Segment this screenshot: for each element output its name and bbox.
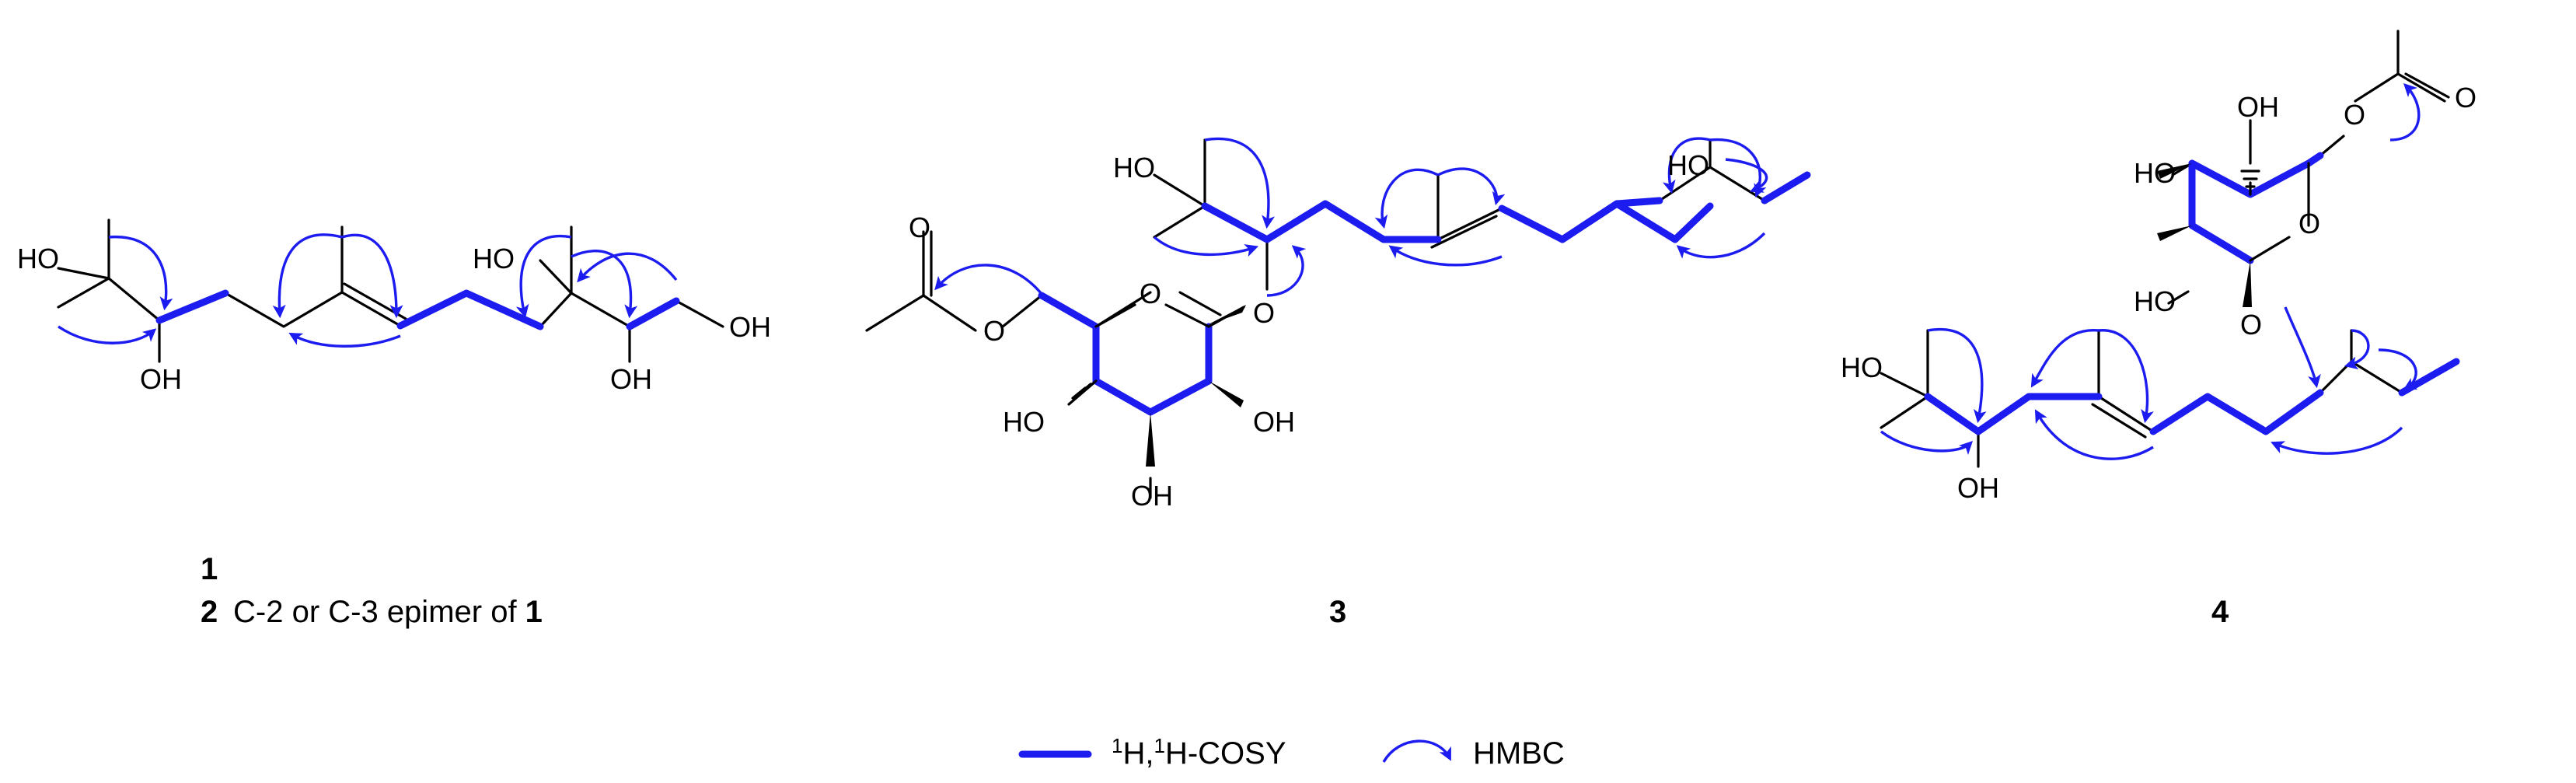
compound-4-ring-bonds [2249, 162, 2310, 262]
compound-3-wedge-c2 [1209, 381, 1244, 407]
compound-1-cosy [155, 289, 680, 330]
compound-3-o-carbonyl: O [909, 211, 930, 243]
compound-3-o-glycosidic: O [1253, 297, 1275, 329]
compound-4-hmbc [1880, 82, 2421, 460]
compound-4-structure: HO OH OH HO HO O O O O [1841, 30, 2477, 504]
compound-4-ho-left: HO [1841, 351, 1883, 383]
compound-3-ring-bonds [1094, 303, 1245, 328]
compound-4-hash-c3 [2240, 170, 2260, 196]
compound-1-id: 1 [201, 552, 218, 586]
compound-4-oh-top: OH [2237, 91, 2279, 123]
legend-cosy-sup1: 1 [1112, 734, 1122, 757]
compound-4-ho-c4: HO [2134, 157, 2176, 189]
compound-4-wedge-c2 [2157, 225, 2192, 241]
compound-3-structure: HO O O O O HO HO OH OH [865, 137, 1811, 512]
legend-cosy-label: 1H,1H-COSY [1112, 734, 1286, 771]
compound-1-oh-bottom-right: OH [610, 363, 652, 395]
compound-4-id: 4 [2211, 595, 2229, 629]
compound-3-id: 3 [1329, 595, 1346, 629]
compound-4-bonds [1880, 30, 2450, 468]
compound-4-o-ester: O [2344, 99, 2365, 131]
compound-3-oh-c3: OH [1131, 480, 1173, 512]
compound-3-oh-c2: OH [1253, 406, 1295, 438]
compound-4-wedge-anomeric [2243, 260, 2252, 307]
legend: 1H,1H-COSY HMBC [1018, 734, 1565, 771]
legend-cosy-h1: H, [1122, 736, 1154, 771]
compound-1-structure: HO OH HO OH OH [17, 218, 771, 395]
compound-4-o-glycosidic: O [2240, 309, 2262, 341]
compound-3-wedge-c3 [1146, 412, 1155, 467]
compound-1-oh-bottom-left: OH [140, 363, 182, 395]
compound-1-oh-terminal: OH [729, 311, 771, 343]
compound-3-wedge-anomeric [1207, 305, 1246, 325]
compound-2-id: 2 [201, 595, 218, 629]
compound-2-note-text: C-2 or C-3 epimer of [233, 595, 525, 629]
legend-cosy-h2: H-COSY [1165, 736, 1286, 771]
compound-4-wedge-c4 [2157, 163, 2192, 179]
compound-2-note: C-2 or C-3 epimer of 1 [233, 595, 543, 629]
compound-3-ho-top: HO [1113, 152, 1155, 184]
legend-hmbc-swatch [1382, 739, 1451, 763]
compound-4-o-carbonyl: O [2455, 82, 2477, 114]
compound-4-cosy [1924, 152, 2460, 435]
compound-3-hmbc [934, 137, 1768, 297]
compound-3-hash-c4 [1071, 379, 1098, 400]
compound-3-o-ring: O [1140, 278, 1161, 309]
compound-1-hmbc [58, 233, 678, 348]
legend-cosy-sup2: 1 [1154, 734, 1164, 757]
compound-1-ho-left: HO [17, 243, 59, 274]
compound-2-note-ref: 1 [525, 595, 543, 629]
compound-4-oh-bottom: OH [1957, 472, 1999, 504]
compound-1-ho-right: HO [473, 243, 515, 274]
compound-4-o-ring: O [2299, 208, 2320, 239]
compound-4-ho-c2: HO [2134, 285, 2176, 317]
compound-3-ho-c4: HO [1003, 406, 1045, 438]
legend-hmbc-label: HMBC [1473, 736, 1565, 771]
compound-3-o-ester: O [983, 315, 1005, 347]
compound-3-ho-right: HO [1667, 149, 1709, 181]
